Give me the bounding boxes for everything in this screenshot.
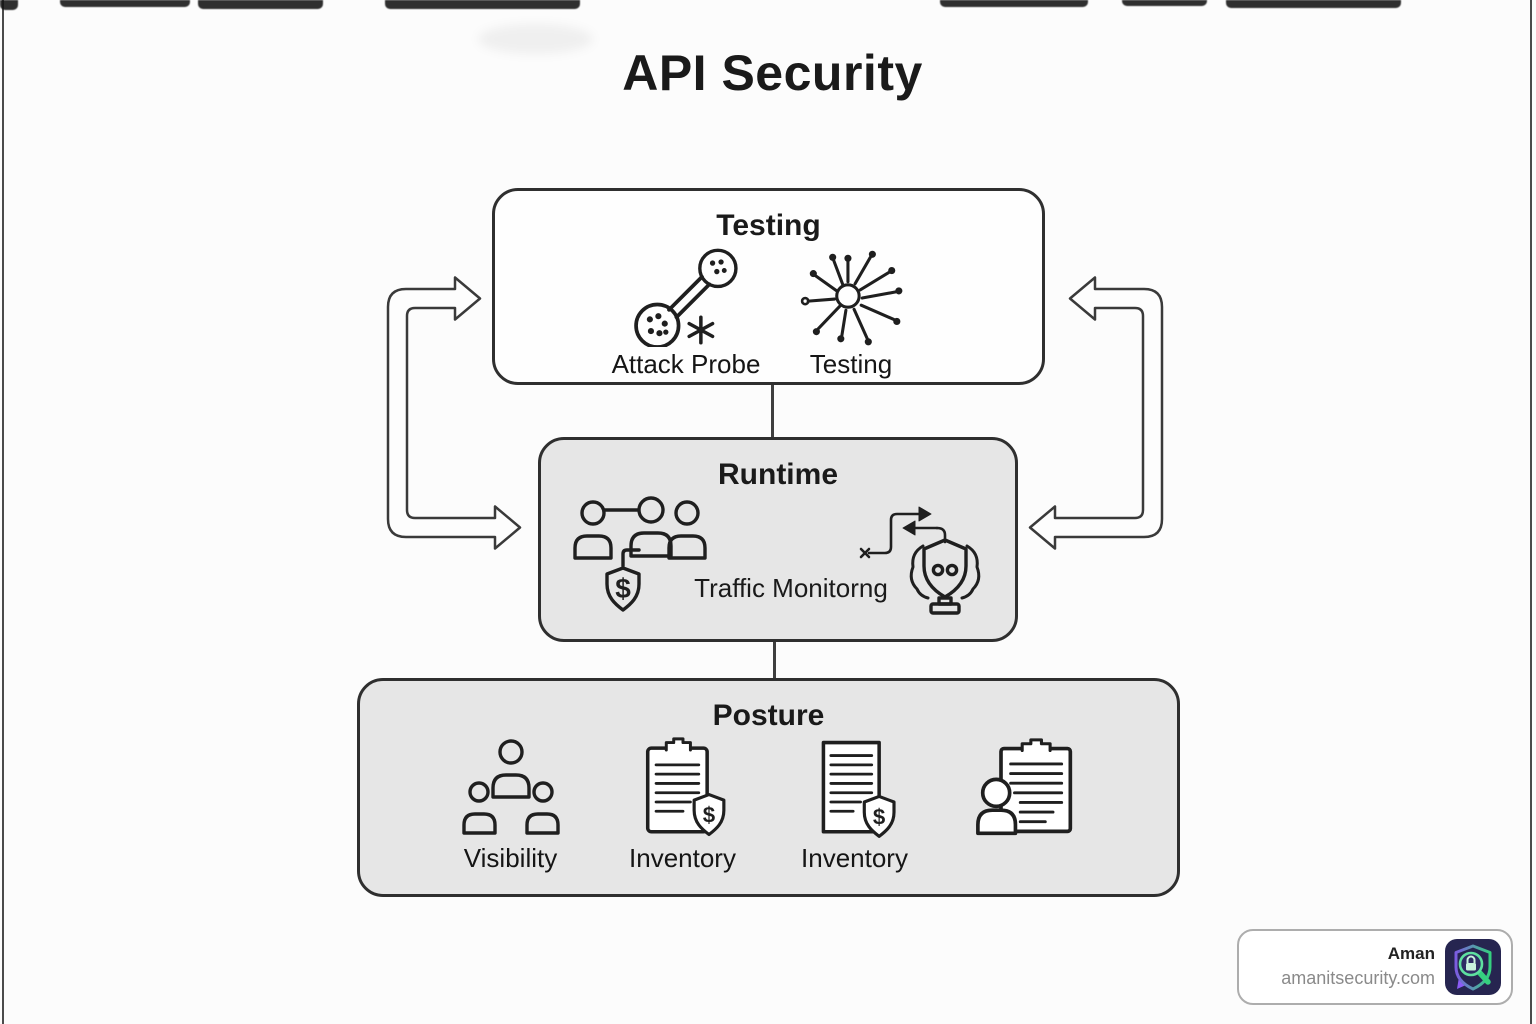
people-hierarchy-icon [461, 739, 560, 835]
connector-testing-runtime [771, 385, 774, 437]
runtime-box: Runtime $ Traffic Monitorng [538, 437, 1018, 642]
top-smudge [385, 0, 580, 9]
loop-arrow-right [1028, 276, 1164, 550]
document-shield-icon: $ [821, 740, 896, 838]
page-title: API Security [622, 45, 923, 101]
top-smudge [940, 0, 1088, 7]
brand-website: amanitsecurity.com [1281, 968, 1435, 989]
traffic-monitoring-label: Traffic Monitorng [694, 573, 888, 603]
visibility-label: Visibility [463, 843, 558, 873]
attack-probe-label: Attack Probe [611, 349, 761, 379]
testing-box: Testing Attack Probe [492, 188, 1045, 385]
top-smudge [0, 0, 18, 10]
shield-magnifier-lock-logo [1445, 939, 1501, 995]
svg-text:$: $ [702, 802, 715, 827]
top-smudge [198, 0, 323, 9]
clipboard-shield-icon: $ [645, 737, 725, 837]
top-smudge [1122, 0, 1207, 6]
edge-border-left [2, 0, 4, 1024]
posture-item-inventory-2: $ Inventory [769, 737, 941, 874]
network-scan-icon [800, 250, 903, 346]
testing-box-title: Testing [716, 209, 821, 242]
svg-text:$: $ [615, 573, 631, 604]
testing-item-testing: Testing [769, 245, 934, 380]
testing-item-label: Testing [809, 349, 893, 379]
attack-probe-icon [634, 248, 738, 347]
runtime-box-title: Runtime [718, 458, 838, 491]
top-smudge [60, 0, 190, 7]
posture-box-title: Posture [712, 699, 825, 732]
posture-box: Posture Visibility [357, 678, 1180, 897]
posture-item-visibility: Visibility [425, 737, 597, 874]
connector-runtime-posture [773, 642, 776, 678]
loop-arrow-left [386, 276, 522, 550]
user-group-shield-icon: $ [573, 496, 707, 612]
svg-text:$: $ [872, 804, 885, 829]
brand-card: Aman amanitsecurity.com [1237, 929, 1513, 1005]
clipboard-person-icon [975, 738, 1072, 836]
top-smudge [1226, 0, 1401, 8]
inventory-label-1: Inventory [629, 843, 736, 873]
watch-shield-icon [859, 506, 981, 615]
inventory-label-2: Inventory [801, 843, 908, 873]
posture-item-clipboard-person [941, 737, 1113, 874]
edge-border-right [1530, 0, 1532, 1024]
paper-smear [478, 24, 593, 54]
posture-item-inventory-1: $ Inventory [597, 737, 769, 874]
brand-name: Aman [1387, 944, 1435, 964]
testing-item-attack-probe: Attack Probe [604, 245, 769, 380]
